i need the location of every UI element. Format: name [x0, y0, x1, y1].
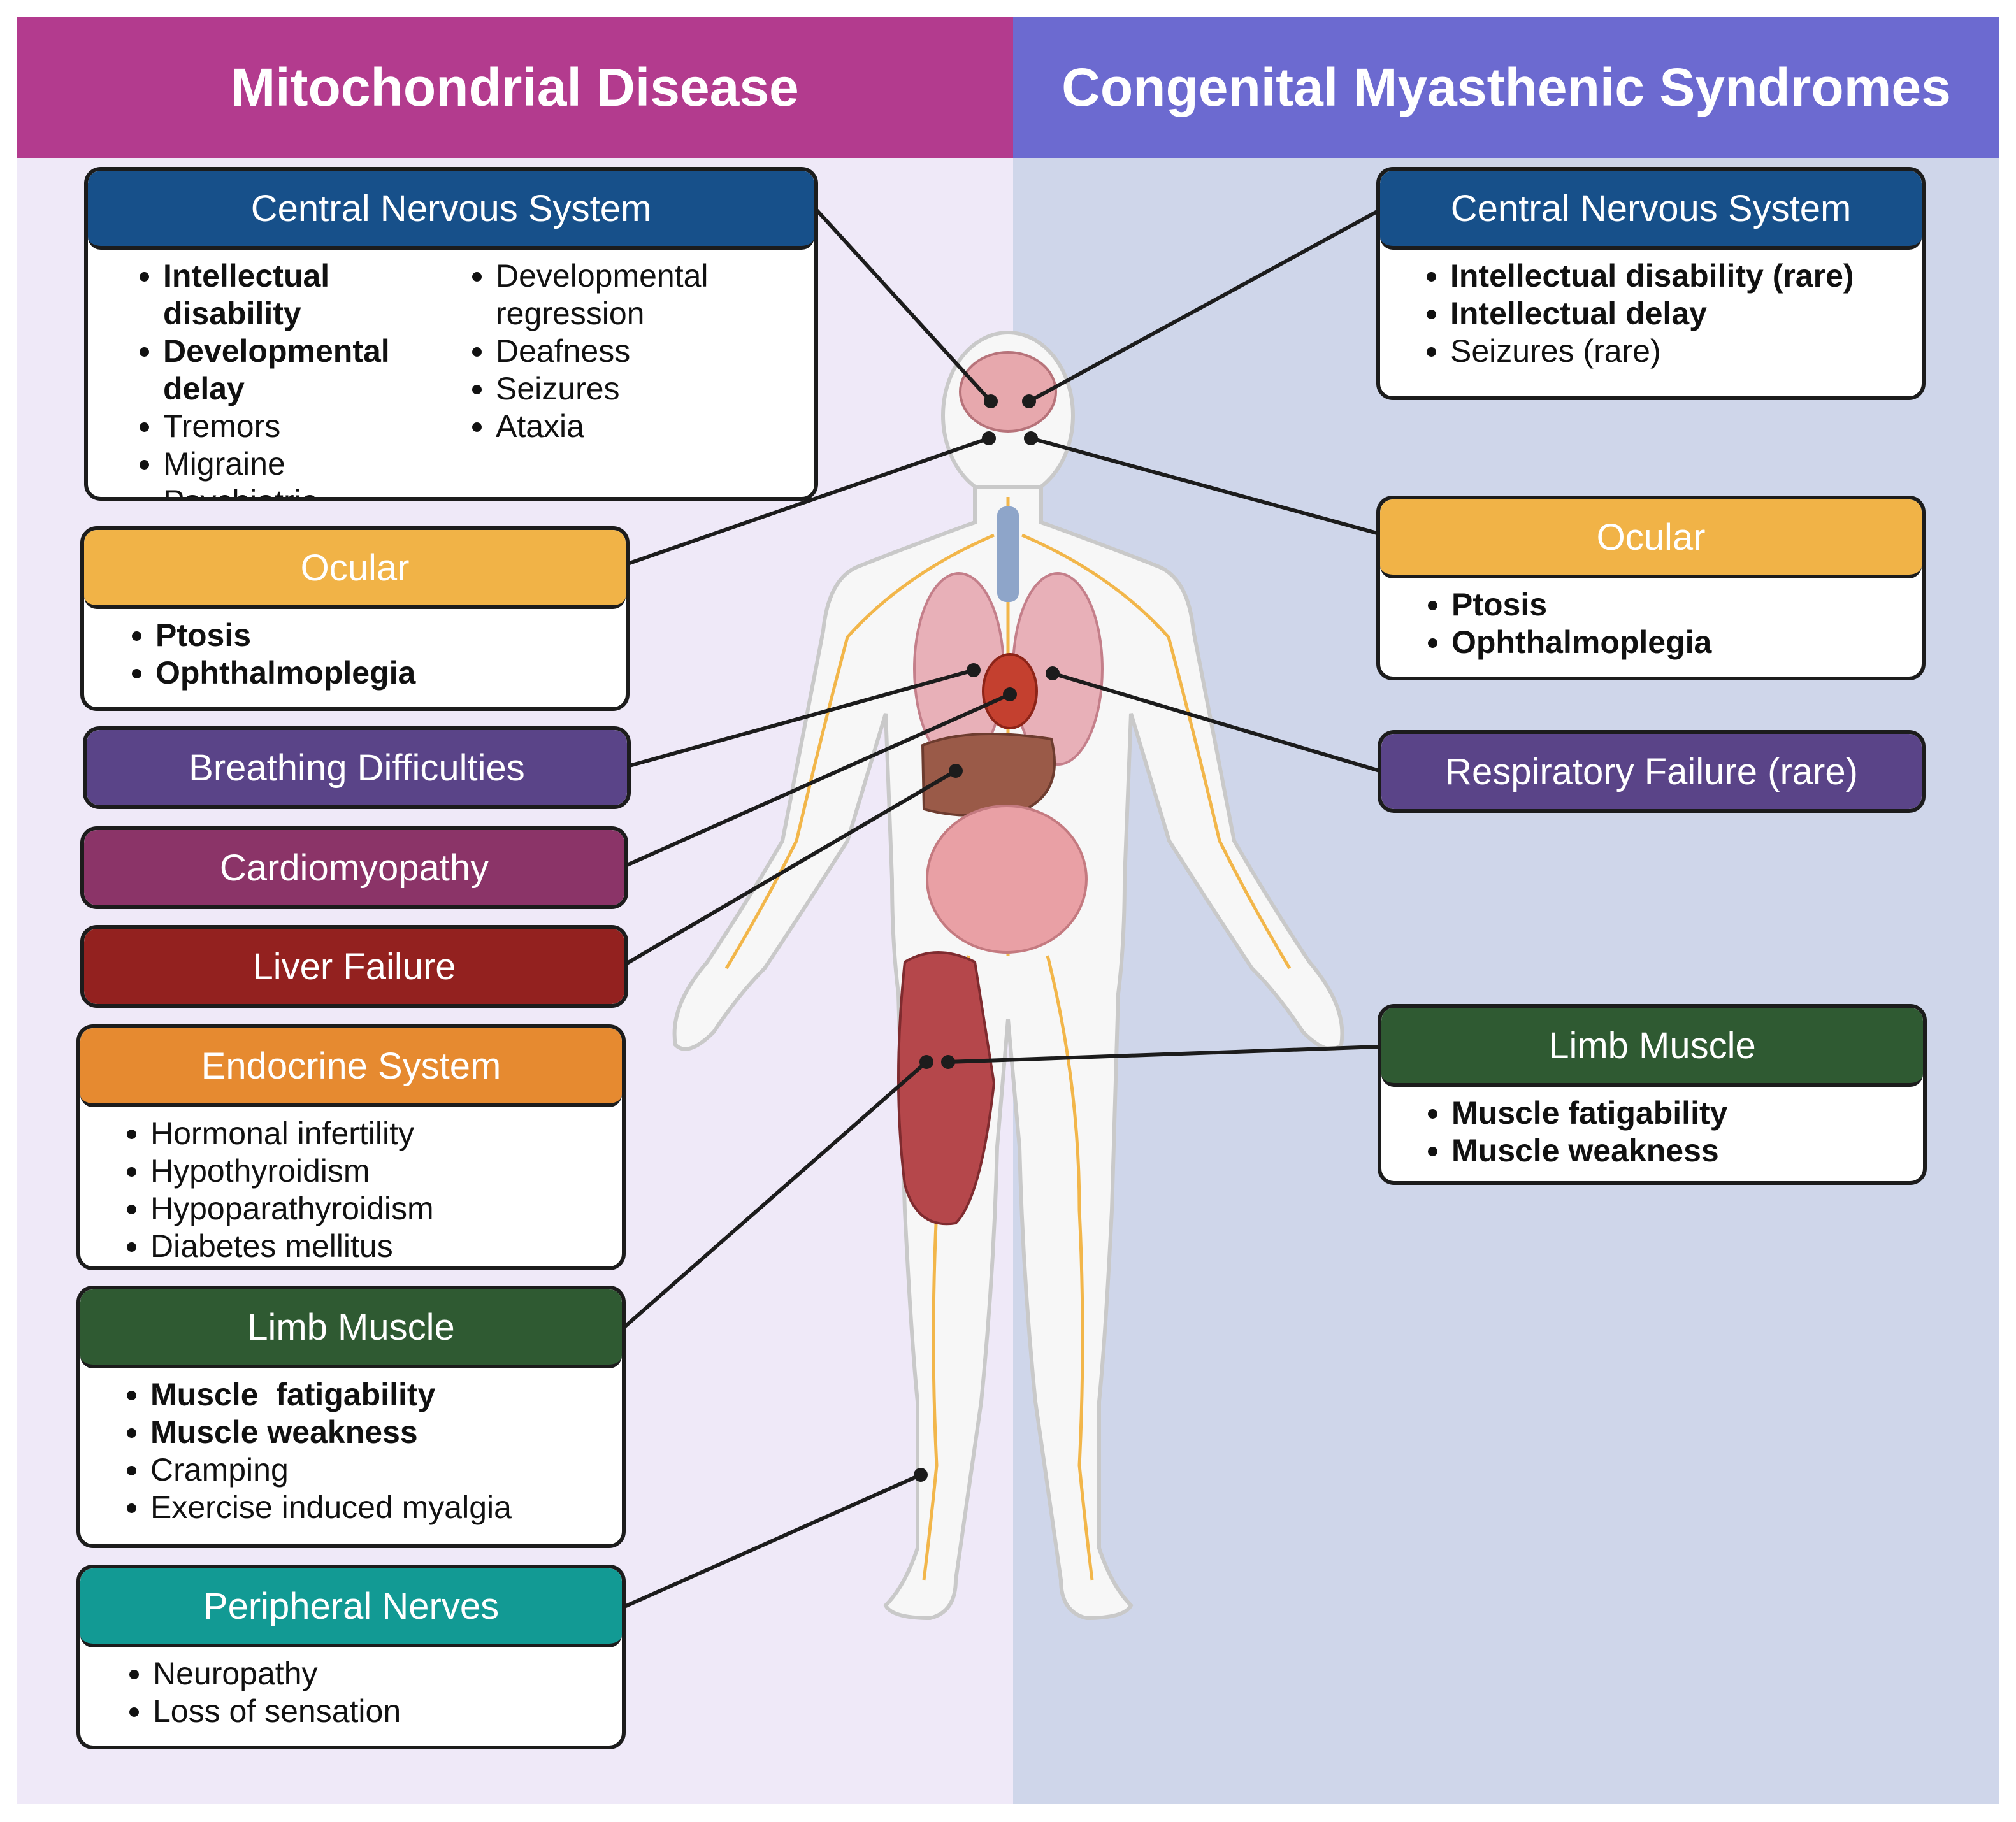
cms-limb-list: Muscle fatigabilityMuscle weakness: [1381, 1087, 1923, 1170]
mito-ocular-title: Ocular: [84, 530, 626, 609]
mito-header: Mitochondrial Disease: [17, 17, 1013, 158]
cms-cns-list: Intellectual disability (rare)Intellectu…: [1380, 250, 1922, 370]
mito-limb-title: Limb Muscle: [80, 1289, 622, 1368]
cms-cns-box: Central Nervous System Intellectual disa…: [1376, 167, 1926, 400]
list-item: Ophthalmoplegia: [155, 654, 626, 692]
list-item: Seizures: [496, 370, 757, 408]
list-item: Psychiatric symptoms: [163, 483, 463, 497]
brain-icon: [959, 351, 1057, 433]
connector-dots: [914, 394, 1060, 1482]
list-item: Intellectual delay: [1450, 295, 1922, 333]
list-item: Intellectual disability (rare): [1450, 257, 1922, 295]
mito-breathing-box: Breathing Difficulties: [83, 726, 631, 809]
mito-cns-title: Central Nervous System: [88, 171, 814, 250]
list-item: Deafness: [496, 333, 757, 370]
list-item: Loss of sensation: [153, 1693, 622, 1730]
mito-cardiomyopathy-title: Cardiomyopathy: [84, 830, 624, 905]
list-item: Muscle fatigability: [150, 1376, 622, 1414]
mito-breathing-title: Breathing Difficulties: [87, 730, 627, 805]
cms-ocular-list: PtosisOphthalmoplegia: [1380, 578, 1922, 661]
mito-endocrine-title: Endocrine System: [80, 1028, 622, 1107]
mito-cns-box: Central Nervous System Intellectual disa…: [84, 167, 818, 501]
list-item: Hypothyroidism: [150, 1152, 622, 1190]
mito-peripheral-title: Peripheral Nerves: [80, 1568, 622, 1647]
list-item: Developmental delay: [163, 333, 463, 408]
organs: [897, 351, 1104, 1226]
cms-header: Congenital Myasthenic Syndromes: [1013, 17, 1999, 158]
list-item: Ptosis: [1451, 586, 1922, 624]
list-item: Intellectual disability: [163, 257, 463, 333]
mito-cns-list-1: Intellectual disabilityDevelopmental del…: [88, 250, 463, 497]
cms-respiratory-title: Respiratory Failure (rare): [1381, 734, 1922, 809]
mito-limb-list: Muscle fatigabilityMuscle weaknessCrampi…: [80, 1368, 622, 1526]
list-item: Cramping: [150, 1451, 622, 1489]
list-item: Ataxia: [496, 408, 757, 445]
mito-peripheral-list: NeuropathyLoss of sensation: [80, 1647, 622, 1730]
list-item: Tremors: [163, 408, 463, 445]
cms-cns-title: Central Nervous System: [1380, 171, 1922, 250]
list-item: Ophthalmoplegia: [1451, 624, 1922, 661]
list-item: Exercise induced myalgia: [150, 1489, 622, 1526]
mito-ocular-box: Ocular PtosisOphthalmoplegia: [80, 526, 630, 711]
mito-cardiomyopathy-box: Cardiomyopathy: [80, 826, 628, 909]
intestines-icon: [926, 805, 1088, 954]
list-item: Ptosis: [155, 617, 626, 654]
list-item: Muscle weakness: [150, 1414, 622, 1451]
list-item: Developmental regression: [496, 257, 757, 333]
mito-liver-title: Liver Failure: [84, 929, 624, 1004]
list-item: Seizures (rare): [1450, 333, 1922, 370]
list-item: Neuropathy: [153, 1655, 622, 1693]
mito-liver-box: Liver Failure: [80, 925, 628, 1008]
list-item: Diabetes mellitus: [150, 1228, 622, 1265]
trachea-icon: [997, 506, 1019, 602]
list-item: Muscle weakness: [1451, 1132, 1923, 1170]
cms-limb-title: Limb Muscle: [1381, 1008, 1923, 1087]
list-item: Migraine: [163, 445, 463, 483]
mito-endocrine-box: Endocrine System Hormonal infertilityHyp…: [76, 1024, 626, 1270]
cms-respiratory-box: Respiratory Failure (rare): [1378, 730, 1926, 813]
mito-endocrine-list: Hormonal infertilityHypothyroidismHypopa…: [80, 1107, 622, 1265]
mito-ocular-list: PtosisOphthalmoplegia: [84, 609, 626, 692]
connector-lines: [623, 208, 1381, 1609]
mito-cns-list-2: Developmental regressionDeafnessSeizures…: [463, 250, 757, 497]
liver-icon: [921, 733, 1056, 817]
cms-ocular-title: Ocular: [1380, 499, 1922, 578]
mito-peripheral-box: Peripheral Nerves NeuropathyLoss of sens…: [76, 1565, 626, 1749]
cms-limb-box: Limb Muscle Muscle fatigabilityMuscle we…: [1378, 1004, 1927, 1185]
list-item: Hormonal infertility: [150, 1115, 622, 1152]
cms-ocular-box: Ocular PtosisOphthalmoplegia: [1376, 496, 1926, 680]
mito-limb-box: Limb Muscle Muscle fatigabilityMuscle we…: [76, 1286, 626, 1548]
list-item: Muscle fatigability: [1451, 1094, 1923, 1132]
list-item: Hypoparathyroidism: [150, 1190, 622, 1228]
